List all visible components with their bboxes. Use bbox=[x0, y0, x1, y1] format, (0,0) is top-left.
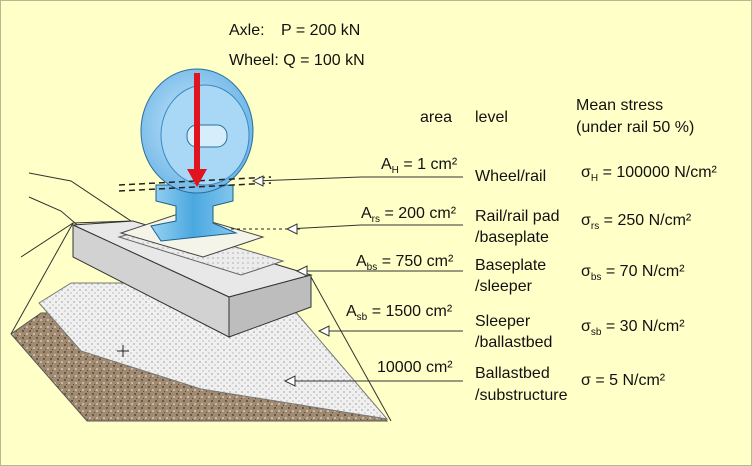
header-stress-line1: Mean stress bbox=[576, 97, 664, 114]
area-subscript: sb bbox=[356, 312, 368, 323]
wheel-load-label: Wheel: Q = 100 kN bbox=[229, 51, 365, 70]
level-baseplate-line2: /sleeper bbox=[475, 278, 532, 295]
area-value-sleeper: Asb = 1500 cm² bbox=[346, 302, 452, 323]
level-line1: Wheel/rail bbox=[475, 168, 547, 185]
stress-subscript: sb bbox=[590, 327, 602, 338]
stress-subscript: bs bbox=[590, 272, 602, 283]
level-ballastbed-line2: /substructure bbox=[475, 387, 568, 404]
area-number: = 1 cm² bbox=[403, 156, 458, 173]
stress-rail-pad: σrs = 250 N/cm² bbox=[581, 211, 691, 232]
stress-number: = 250 N/cm² bbox=[603, 212, 692, 229]
stress-symbol: σ bbox=[581, 372, 591, 389]
sleeper-side bbox=[228, 274, 312, 338]
rail bbox=[150, 184, 238, 242]
stress-baseplate: σbs = 70 N/cm² bbox=[581, 262, 685, 283]
axle-value-text: P = 200 kN bbox=[281, 22, 361, 39]
stress-number: = 30 N/cm² bbox=[605, 318, 685, 335]
area-symbol: A bbox=[381, 156, 392, 173]
area-number: 10000 cm² bbox=[377, 359, 453, 376]
stress-symbol: σ bbox=[581, 263, 591, 280]
level-wheel-rail: Wheel/rail bbox=[475, 167, 546, 186]
axle bbox=[186, 124, 228, 148]
stress-ballastbed: σ = 5 N/cm² bbox=[581, 371, 665, 390]
area-symbol: A bbox=[346, 303, 357, 320]
stress-wheel-rail: σH = 100000 N/cm² bbox=[581, 163, 717, 184]
stress-symbol: σ bbox=[581, 164, 591, 181]
axle-load-label: Axle: P = 200 kN bbox=[229, 21, 360, 40]
stress-symbol: σ bbox=[581, 212, 591, 229]
area-subscript: H bbox=[391, 165, 399, 176]
header-level: level bbox=[475, 109, 508, 126]
stress-number: = 100000 N/cm² bbox=[602, 164, 717, 181]
area-number: = 1500 cm² bbox=[371, 303, 453, 320]
area-symbol: A bbox=[361, 205, 372, 222]
level-baseplate-line1: Baseplate bbox=[475, 257, 547, 274]
area-subscript: bs bbox=[366, 262, 378, 273]
area-value-baseplate: Abs = 750 cm² bbox=[356, 252, 453, 273]
level-rail-pad-line1: Rail/rail pad bbox=[475, 208, 560, 225]
area-value-ballastbed: 10000 cm² bbox=[377, 358, 453, 377]
cursor-crosshair-icon bbox=[117, 345, 129, 357]
stress-number: = 70 N/cm² bbox=[605, 263, 685, 280]
area-number: = 750 cm² bbox=[381, 253, 454, 270]
header-stress-line2: (under rail 50 %) bbox=[576, 119, 695, 136]
ballast-bed-layer bbox=[38, 282, 389, 420]
area-number: = 200 cm² bbox=[384, 205, 457, 222]
level-rail-pad-line2: /baseplate bbox=[475, 229, 549, 246]
leader-arrowheads bbox=[251, 175, 330, 387]
level-sleeper-line1: Sleeper bbox=[475, 313, 531, 330]
load-arrow-shaft bbox=[194, 73, 200, 173]
embankment-slope-left bbox=[10, 222, 74, 335]
stress-number: = 5 N/cm² bbox=[595, 372, 666, 389]
area-subscript: rs bbox=[371, 214, 381, 225]
contact-dash-1 bbox=[118, 176, 272, 186]
wheel-value-text: Q = 100 kN bbox=[283, 52, 365, 69]
stress-subscript: rs bbox=[590, 221, 600, 232]
contact-dash-2 bbox=[118, 182, 272, 192]
axle-label-text: Axle: bbox=[229, 22, 265, 39]
area-symbol: A bbox=[356, 253, 367, 270]
stress-sleeper: σsb = 30 N/cm² bbox=[581, 317, 685, 338]
stress-subscript: H bbox=[590, 173, 599, 184]
wheel-label-text: Wheel: bbox=[229, 52, 279, 69]
embankment-slope-right bbox=[310, 276, 392, 422]
stress-symbol: σ bbox=[581, 318, 591, 335]
area-value-wheel-rail: AH = 1 cm² bbox=[381, 155, 457, 176]
area-value-rail-pad: Ars = 200 cm² bbox=[361, 204, 456, 225]
load-arrow-head bbox=[187, 169, 207, 187]
level-ballastbed-line1: Ballastbed bbox=[475, 365, 550, 382]
level-sleeper-line2: /ballastbed bbox=[475, 334, 553, 351]
header-area: area bbox=[420, 109, 453, 126]
